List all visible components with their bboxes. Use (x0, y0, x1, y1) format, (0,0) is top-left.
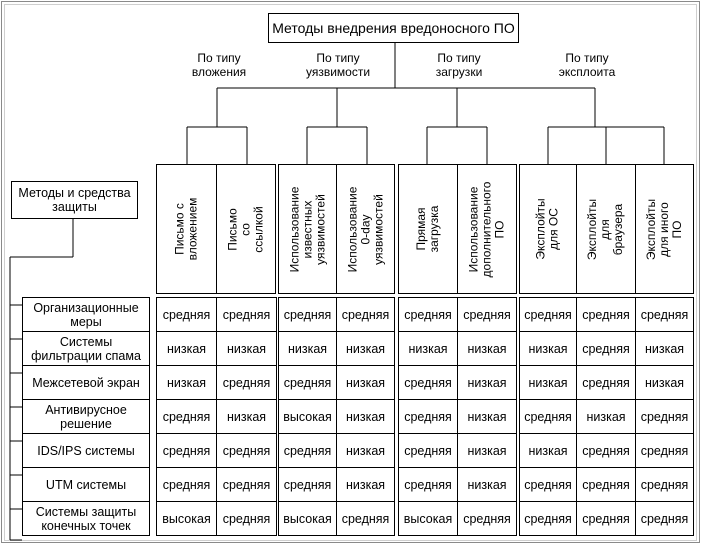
rating-cell: средняя (576, 467, 636, 502)
rating-cell: средняя (519, 467, 577, 502)
rating-cell: низкая (457, 467, 517, 502)
rating-cell: низкая (457, 365, 517, 400)
protection-header: Методы и средства защиты (11, 181, 138, 219)
group-box-exploit (519, 164, 694, 294)
rating-cell: низкая (336, 467, 395, 502)
inner-frame (4, 4, 697, 541)
rating-cell: низкая (216, 331, 277, 366)
rating-cell: низкая (457, 331, 517, 366)
branch-label-download: По типу загрузки (435, 51, 483, 79)
rating-cell: средняя (576, 501, 636, 536)
rating-cell: средняя (576, 433, 636, 468)
rating-cell: высокая (398, 501, 458, 536)
rating-cell: средняя (398, 399, 458, 434)
rating-cell: высокая (278, 501, 337, 536)
rating-cell: средняя (635, 501, 694, 536)
row-label: UTM системы (22, 467, 150, 502)
rating-cell: средняя (336, 501, 395, 536)
rating-cell: средняя (635, 433, 694, 468)
rating-cell: средняя (156, 399, 217, 434)
rating-cell: низкая (336, 399, 395, 434)
branch-label-vulnerability: По типу уязвимости (305, 51, 371, 79)
rating-cell: средняя (336, 297, 395, 332)
rating-cell: средняя (398, 297, 458, 332)
rating-cell: низкая (216, 399, 277, 434)
rating-cell: средняя (398, 467, 458, 502)
rating-cell: средняя (576, 331, 636, 366)
column-header: Использование дополнительного ПО (466, 181, 507, 277)
row-label: IDS/IPS системы (22, 433, 150, 468)
rating-cell: средняя (519, 297, 577, 332)
rating-cell: низкая (457, 433, 517, 468)
rating-cell: низкая (336, 331, 395, 366)
rating-cell: низкая (519, 433, 577, 468)
rating-cell: низкая (635, 331, 694, 366)
rating-cell: средняя (216, 501, 277, 536)
rating-cell: низкая (336, 433, 395, 468)
main-title: Методы внедрения вредоносного ПО (268, 13, 519, 43)
rating-cell: средняя (278, 433, 337, 468)
rating-cell: средняя (576, 365, 636, 400)
row-label: Системы фильтрации спама (22, 331, 150, 366)
row-label: Межсетевой экран (22, 365, 150, 400)
branch-label-exploit: По типу эксплоита (558, 51, 616, 79)
rating-cell: средняя (519, 501, 577, 536)
column-header: Эксплойты для иного ПО (644, 198, 684, 260)
column-header: Эксплойты для браузера (585, 198, 626, 260)
rating-cell: средняя (216, 365, 277, 400)
rating-cell: средняя (156, 433, 217, 468)
rating-cell: низкая (398, 331, 458, 366)
rating-cell: средняя (216, 467, 277, 502)
col-divider (216, 164, 217, 294)
rating-cell: средняя (278, 365, 337, 400)
rating-cell: низкая (635, 365, 694, 400)
column-header: Использование известных уязвимостей (287, 186, 327, 272)
rating-cell: средняя (635, 297, 694, 332)
rating-cell: средняя (278, 297, 337, 332)
rating-cell: низкая (336, 365, 395, 400)
rating-cell: высокая (278, 399, 337, 434)
rating-cell: низкая (156, 365, 217, 400)
rating-cell: средняя (519, 399, 577, 434)
column-header: Письмо с вложением (172, 197, 200, 261)
column-header: Эксплойты для ОС (534, 198, 561, 260)
col-divider (457, 164, 458, 294)
column-header: Прямая загрузка (414, 205, 441, 253)
rating-cell: низкая (156, 331, 217, 366)
column-header: Использование 0-day уязвимостей (345, 186, 385, 272)
rating-cell: средняя (576, 297, 636, 332)
column-header: Письмо со ссылкой (225, 205, 266, 253)
rating-cell: средняя (398, 433, 458, 468)
rating-cell: средняя (216, 433, 277, 468)
rating-cell: низкая (278, 331, 337, 366)
rating-cell: средняя (156, 297, 217, 332)
rating-cell: средняя (156, 467, 217, 502)
col-divider (576, 164, 577, 294)
rating-cell: средняя (457, 297, 517, 332)
rating-cell: низкая (519, 365, 577, 400)
rating-cell: низкая (519, 331, 577, 366)
rating-cell: высокая (156, 501, 217, 536)
rating-cell: средняя (457, 501, 517, 536)
rating-cell: средняя (216, 297, 277, 332)
col-divider (635, 164, 636, 294)
row-label: Организационные меры (22, 297, 150, 332)
rating-cell: средняя (635, 467, 694, 502)
row-label: Антивирусное решение (22, 399, 150, 434)
rating-cell: средняя (398, 365, 458, 400)
rating-cell: низкая (457, 399, 517, 434)
branch-label-attachment: По типу вложения (191, 51, 247, 79)
rating-cell: средняя (278, 467, 337, 502)
rating-cell: низкая (576, 399, 636, 434)
rating-cell: средняя (635, 399, 694, 434)
row-label: Системы защиты конечных точек (22, 501, 150, 536)
col-divider (336, 164, 337, 294)
